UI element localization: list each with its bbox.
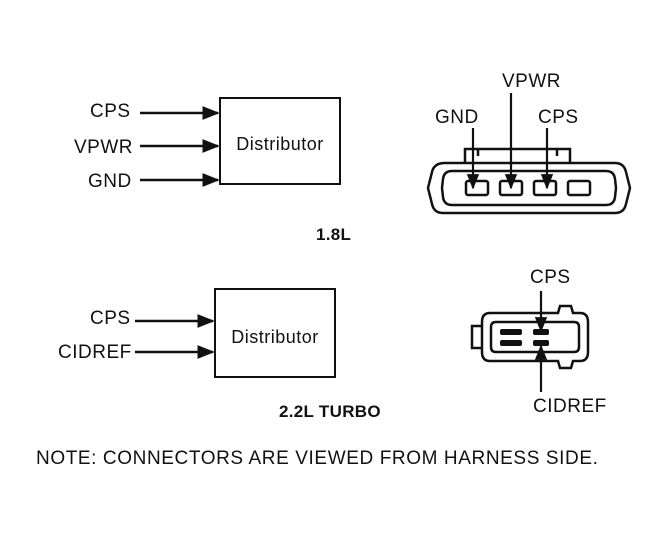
connector-label-cidref: CIDREF <box>533 396 607 417</box>
distributor-box-b: Distributor <box>214 288 336 378</box>
input-label-vpwr-a: VPWR <box>74 137 133 158</box>
engine-label-2-2l-turbo: 2.2L TURBO <box>279 402 381 421</box>
distributor-box-a: Distributor <box>219 97 341 185</box>
engine-label-1-8l: 1.8L <box>316 225 352 244</box>
connector-4-pin <box>426 147 632 215</box>
note-text: NOTE: CONNECTORS ARE VIEWED FROM HARNESS… <box>36 448 599 469</box>
connector-label-cps-a: CPS <box>538 107 579 128</box>
input-label-cidref-b: CIDREF <box>58 342 132 363</box>
distributor-label-b: Distributor <box>231 327 319 347</box>
input-label-cps-a: CPS <box>90 101 131 122</box>
distributor-label-a: Distributor <box>236 134 324 154</box>
connector-label-vpwr: VPWR <box>502 71 561 92</box>
connector-label-gnd: GND <box>435 107 479 128</box>
connector-label-cps-b: CPS <box>530 267 571 288</box>
connector-2-pin <box>470 304 590 370</box>
input-label-gnd-a: GND <box>88 171 132 192</box>
input-label-cps-b: CPS <box>90 308 131 329</box>
connector-2-pin-terminals <box>500 329 549 346</box>
